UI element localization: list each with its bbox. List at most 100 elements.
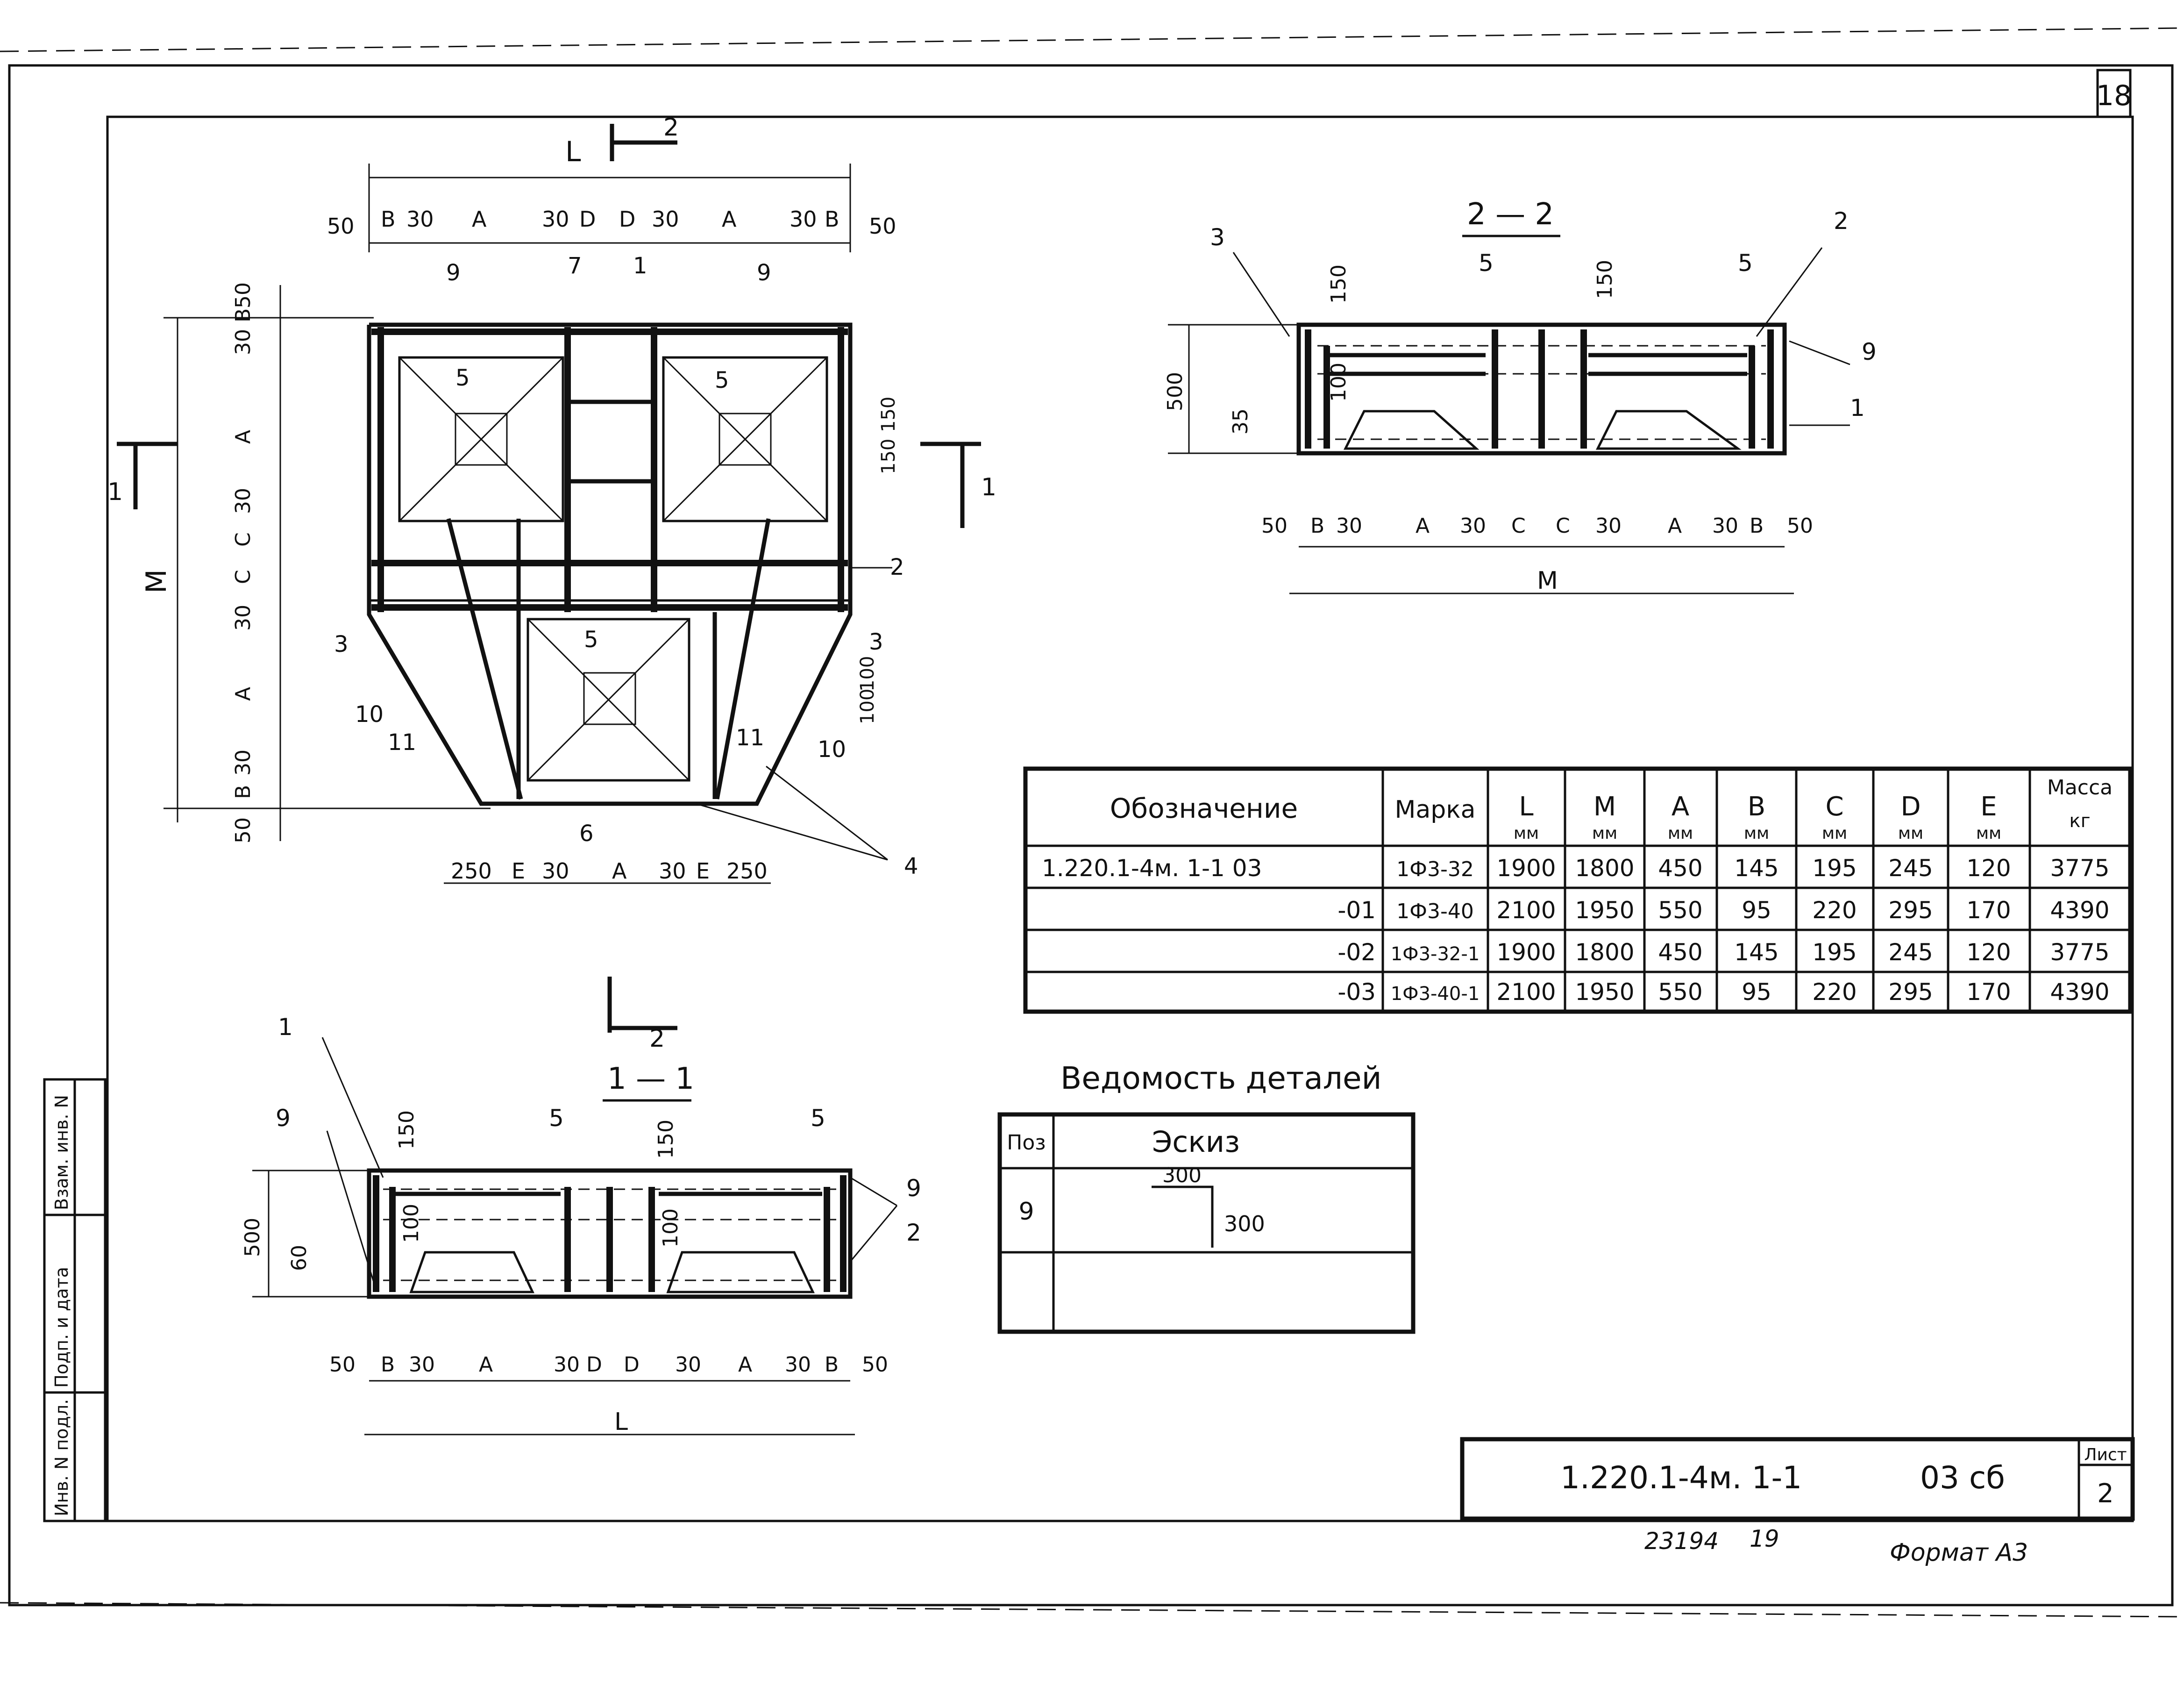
table-cell: 295 (1888, 897, 1933, 924)
table-cell: 1900 (1496, 855, 1556, 882)
table-cell: 145 (1734, 855, 1779, 882)
table-header-unit: мм (1592, 824, 1617, 843)
callout: 4 (904, 853, 918, 879)
plan-cut-marker-right: 1 (981, 473, 996, 501)
table-cell: 450 (1658, 939, 1702, 966)
dim-label: C (231, 570, 255, 584)
dim-label: 250 (726, 858, 768, 884)
dim-label: 100 (857, 656, 878, 692)
table-cell: 195 (1812, 939, 1857, 966)
table-cell: 3775 (2050, 855, 2109, 882)
section-1-1-cut-marker: 2 (649, 1025, 665, 1053)
callout: 9 (1862, 338, 1877, 365)
section-2-2 (1168, 235, 1850, 594)
table-cell: 2100 (1496, 897, 1556, 924)
callout: 3 (334, 631, 349, 657)
dim-label: 30 (790, 207, 817, 232)
table-header-unit: мм (1744, 824, 1769, 843)
callout: 5 (584, 627, 598, 653)
dim-label: A (231, 687, 255, 701)
table-header-unit: мм (1898, 824, 1923, 843)
dim-label: 30 (1336, 514, 1362, 538)
dim-label: 150 (878, 397, 899, 432)
dim-label: 100 (1327, 363, 1351, 402)
dim-label: A (472, 207, 487, 232)
dim-label: 50 (1261, 514, 1288, 538)
table-header-cell: C (1825, 792, 1843, 822)
dim-label: B (1750, 514, 1764, 538)
dim-label: D (579, 207, 596, 232)
callout: 2 (906, 1219, 921, 1246)
format-label: Формат А3 (1890, 1539, 2028, 1567)
section-2-2-title: 2 — 2 (1467, 197, 1554, 232)
table-header-unit: мм (1976, 824, 2001, 843)
section-1-1-title: 1 — 1 (607, 1062, 694, 1096)
dim-label: 30 (554, 1353, 580, 1377)
dim-label: 500 (241, 1218, 264, 1257)
callout: 9 (757, 260, 771, 286)
details-col-pos: Поз (1007, 1131, 1046, 1155)
title-block (1460, 1437, 2135, 1521)
table-header-cell: E (1980, 792, 1997, 822)
spec-table (1023, 766, 2133, 1014)
stamp-inv-label: Инв. N подл. (51, 1399, 72, 1516)
dim-label: 30 (231, 750, 255, 776)
table-cell: 450 (1658, 855, 1702, 882)
table-cell: 1Ф3-40-1 (1391, 983, 1480, 1005)
plan-cut-marker-top: 2 (663, 114, 679, 142)
table-header-unit: мм (1668, 824, 1693, 843)
table-header-unit: мм (1514, 824, 1539, 843)
callout: 5 (549, 1105, 564, 1132)
dim-label: 30 (652, 207, 679, 232)
dim-label: A (722, 207, 737, 232)
plan-view (117, 124, 981, 884)
dim-label: A (612, 858, 627, 884)
table-cell: 170 (1966, 897, 2011, 924)
dim-label: 150 (395, 1110, 419, 1149)
dim-label: 30 (675, 1353, 701, 1377)
dim-label: 30 (542, 207, 569, 232)
dim-label: 30 (406, 207, 434, 232)
table-cell: 4390 (2050, 897, 2109, 924)
callout: 1 (278, 1014, 293, 1041)
callout: 5 (455, 365, 470, 391)
table-cell: 195 (1812, 855, 1857, 882)
table-header-cell: L (1519, 792, 1533, 822)
details-sketch-dim-2: 300 (1224, 1211, 1265, 1236)
table-cell: 550 (1658, 978, 1702, 1006)
spec-table-body: 1.220.1-4м. 1-1 03 1Ф3-32 1900 1800 450 … (1042, 855, 2110, 1006)
dim-label: 30 B (231, 308, 255, 355)
callout: 3 (1210, 224, 1225, 251)
dim-label: A (1668, 514, 1682, 538)
plan-dim-L: L (565, 136, 581, 168)
callout: 9 (276, 1105, 291, 1132)
table-cell: 220 (1812, 897, 1857, 924)
dim-label: C (1511, 514, 1526, 538)
table-cell: 1950 (1575, 978, 1634, 1006)
table-cell: 95 (1742, 978, 1771, 1006)
table-cell: 550 (1658, 897, 1702, 924)
table-cell: 95 (1742, 897, 1771, 924)
dim-label: 30 (409, 1353, 435, 1377)
table-header-unit: мм (1822, 824, 1847, 843)
section-1-1-callouts: 1 9 5 5 9 2 (276, 1014, 921, 1246)
details-table (997, 1112, 1416, 1334)
dim-label: A (231, 430, 255, 444)
dim-label: C (1556, 514, 1570, 538)
dim-label: A (479, 1353, 493, 1377)
dim-label: 50 (329, 1353, 356, 1377)
callout: 9 (446, 260, 461, 286)
table-cell: 1Ф3-32-1 (1391, 943, 1480, 965)
sheet-frame (8, 64, 2174, 1606)
table-cell: 3775 (2050, 939, 2109, 966)
plan-callouts: 9 9 7 1 5 5 5 2 3 3 10 10 11 11 6 4 (334, 253, 918, 879)
dim-label: 250 (451, 858, 492, 884)
scan-edges (0, 27, 2184, 1618)
dim-label: 500 (1163, 372, 1187, 411)
plan-left-dims: 50 30 B A 30 C C 30 A 30 B 50 (231, 282, 255, 843)
plan-top-dims: 50 B 30 A 30 D D 30 A 30 B 50 (327, 207, 896, 239)
dim-label: E (512, 858, 525, 884)
dim-label: 50 (231, 282, 255, 308)
table-cell: 4390 (2050, 978, 2109, 1006)
